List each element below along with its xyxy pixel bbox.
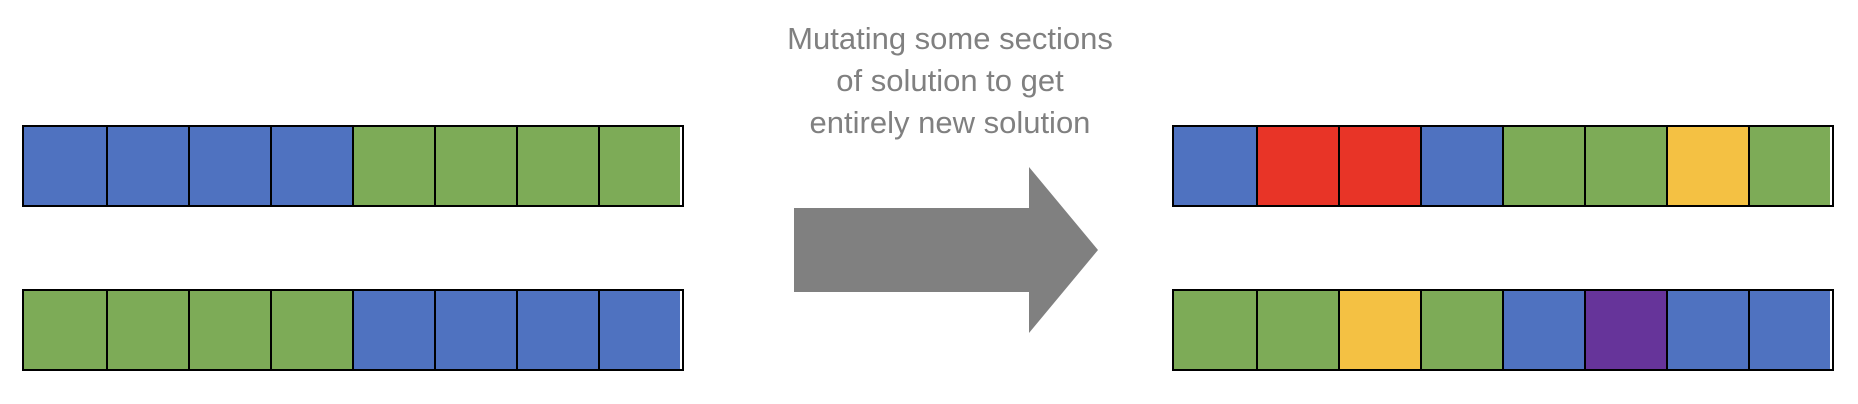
mutated-1-cell-red [1338,127,1420,205]
original-1-cell-blue [188,127,270,205]
original-2-cell-green [188,291,270,369]
original-1-cell-green [516,127,598,205]
mutated-1-cell-green [1748,127,1830,205]
original-2-cell-blue [352,291,434,369]
mutated-1-cell-red [1256,127,1338,205]
mutated-2-cell-green [1174,291,1256,369]
original-1-cell-green [352,127,434,205]
right-arrow-icon [794,167,1098,333]
caption-line-3: entirely new solution [809,105,1091,140]
original-2-cell-blue [434,291,516,369]
mutated-2-cell-yellow [1338,291,1420,369]
mutated-1-cell-blue [1174,127,1256,205]
mutated-2-cell-blue [1748,291,1830,369]
mutated-2-cell-green [1256,291,1338,369]
original-1-cell-green [434,127,516,205]
mutated-solution-2 [1172,289,1834,371]
original-2-cell-green [270,291,352,369]
mutated-2-cell-green [1420,291,1502,369]
original-2-cell-blue [598,291,680,369]
arrow-shape [794,167,1098,333]
original-1-cell-blue [270,127,352,205]
mutated-2-cell-blue [1666,291,1748,369]
mutated-1-cell-green [1584,127,1666,205]
caption-line-1: Mutating some sections [787,21,1113,56]
original-solution-2 [22,289,684,371]
original-1-cell-blue [24,127,106,205]
mutated-1-cell-blue [1420,127,1502,205]
original-2-cell-blue [516,291,598,369]
mutation-caption: Mutating some sections of solution to ge… [740,18,1160,144]
original-1-cell-green [598,127,680,205]
mutated-2-cell-blue [1502,291,1584,369]
original-solution-1 [22,125,684,207]
mutated-1-cell-green [1502,127,1584,205]
mutated-2-cell-purple [1584,291,1666,369]
mutated-1-cell-yellow [1666,127,1748,205]
mutated-solution-1 [1172,125,1834,207]
original-1-cell-blue [106,127,188,205]
caption-line-2: of solution to get [836,63,1064,98]
original-2-cell-green [106,291,188,369]
original-2-cell-green [24,291,106,369]
